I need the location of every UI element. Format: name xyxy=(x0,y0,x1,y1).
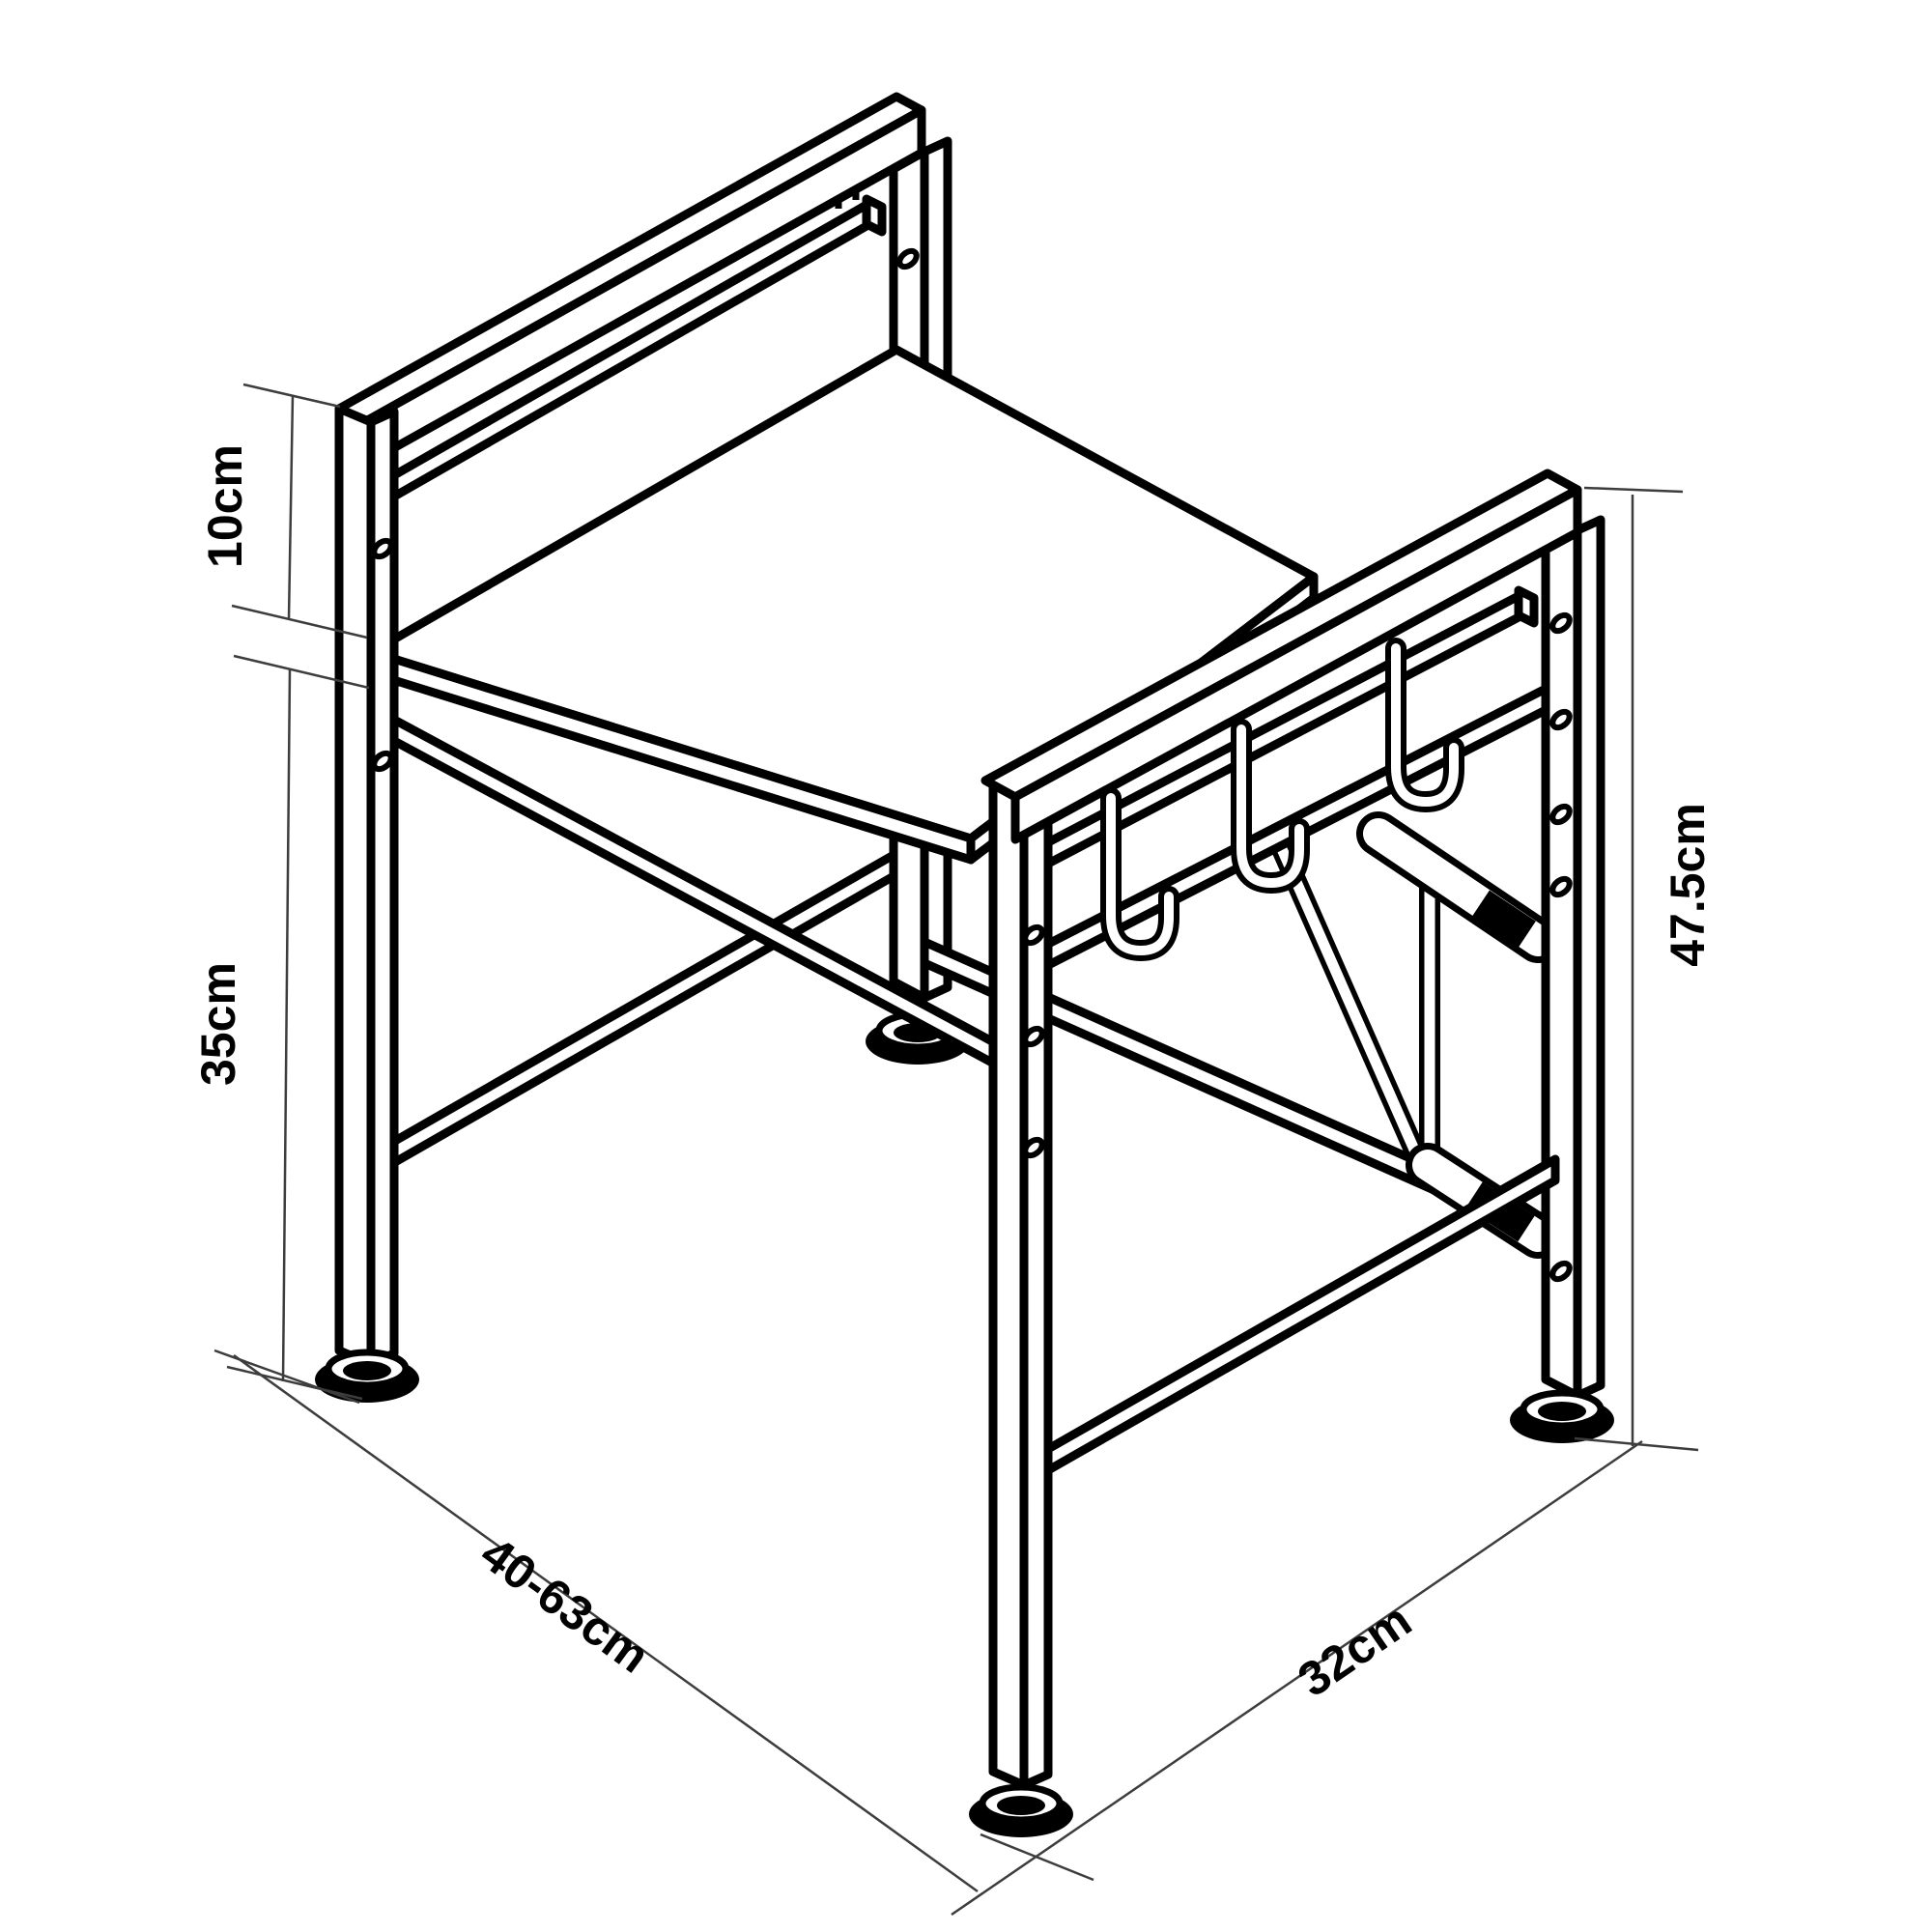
dimension-label-overall-height: 47.5cm xyxy=(1661,803,1715,967)
hanging-hook xyxy=(1391,643,1459,808)
right-panel-rear-post-side xyxy=(1573,515,1605,1401)
right-panel-front-post xyxy=(988,776,1029,1790)
screw-hole xyxy=(1549,803,1573,826)
screw-hole xyxy=(1022,1025,1045,1048)
extension-line xyxy=(1583,486,1684,494)
screw-hole xyxy=(371,537,394,560)
screw-hole xyxy=(1549,1260,1573,1283)
screw-hole xyxy=(1549,708,1573,731)
left-panel-top-rail-top xyxy=(334,92,926,427)
foot-detail xyxy=(997,1796,1045,1815)
left-panel-front-post-side xyxy=(366,407,399,1369)
dimension-line-35cm xyxy=(281,668,292,1382)
foot-detail xyxy=(1538,1402,1586,1421)
dimension-line-depth xyxy=(951,1439,1643,1917)
hanging-hook xyxy=(1231,719,1310,895)
hanging-hook xyxy=(1106,793,1174,956)
brace-rod xyxy=(1273,837,1427,1171)
screw-hole xyxy=(1022,923,1045,947)
hanging-hook xyxy=(1236,724,1304,889)
dimension-line-10cm xyxy=(287,394,295,620)
screw-hole xyxy=(1022,1136,1045,1159)
rack-line-art xyxy=(315,92,1614,1837)
telescope-band xyxy=(1472,890,1536,948)
extension-line xyxy=(1574,1436,1699,1452)
screw-hole xyxy=(896,247,920,270)
left-panel-front-post xyxy=(334,404,376,1369)
screw-hole xyxy=(1549,611,1573,635)
right-panel-top-rail-front xyxy=(1010,485,1582,844)
dimension-label-depth: 32cm xyxy=(1289,1593,1421,1708)
hanging-hook xyxy=(1100,787,1179,962)
screw-hole xyxy=(371,750,394,773)
screw-hole xyxy=(1549,875,1573,898)
foot-detail xyxy=(343,1361,391,1380)
dimension-label-extendable-width: 40-63cm xyxy=(471,1526,660,1684)
dimension-line-width xyxy=(233,1353,979,1893)
right-panel-bottom-rail xyxy=(1043,1154,1560,1475)
extension-line xyxy=(233,654,370,690)
extension-line xyxy=(231,604,368,639)
extension-line xyxy=(226,1365,363,1401)
dimension-label-under-shelf: 35cm xyxy=(191,962,245,1086)
bar-end-cap xyxy=(862,194,887,237)
bar-end-cap xyxy=(1514,585,1539,628)
dimension-label-top-section: 10cm xyxy=(198,444,252,568)
